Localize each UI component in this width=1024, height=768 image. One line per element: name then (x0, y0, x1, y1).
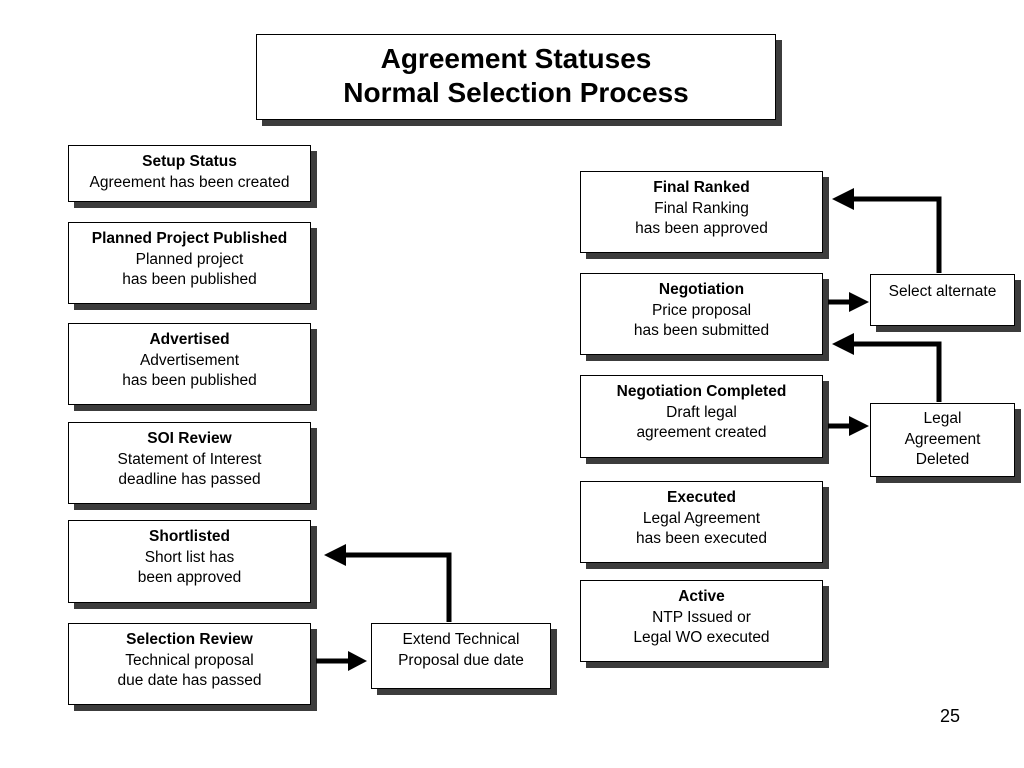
page-number: 25 (939, 706, 961, 726)
arrowhead (849, 416, 869, 436)
action-line: Agreement (904, 430, 981, 448)
status-title: Final Ranked (653, 179, 750, 196)
status-box-setup: Setup Status Agreement has been created (68, 145, 311, 202)
arrow-select-alternate-to-final-ranked (853, 196, 942, 273)
action-line: Deleted (915, 451, 970, 468)
status-desc-line: Statement of Interest (117, 450, 262, 468)
status-desc-line: has been approved (635, 220, 768, 237)
status-box-selection-review: Selection Review Technical proposal due … (68, 623, 311, 705)
status-title: Planned Project Published (91, 230, 288, 247)
status-desc-line: has been executed (636, 530, 767, 547)
arrowhead (832, 333, 854, 355)
status-title: Selection Review (126, 631, 253, 648)
status-box-negotiation: Negotiation Price proposal has been subm… (580, 273, 823, 355)
action-box-extend-technical-proposal: Extend Technical Proposal due date (371, 623, 551, 689)
status-box-advertised: Advertised Advertisement has been publis… (68, 323, 311, 405)
status-desc-line: Agreement has been created (89, 173, 290, 191)
status-box-active: Active NTP Issued or Legal WO executed (580, 580, 823, 662)
action-line: Legal (923, 410, 962, 427)
status-desc-line: Advertisement (139, 351, 240, 369)
title-line-1: Agreement Statuses (380, 43, 652, 74)
action-line: Select alternate (888, 283, 997, 300)
status-title: Shortlisted (149, 528, 230, 545)
arrow-legal-deleted-to-negotiation (853, 341, 942, 402)
status-desc-line: agreement created (636, 424, 767, 441)
status-desc-line: been approved (137, 569, 242, 586)
status-desc-line: Legal WO executed (633, 629, 770, 646)
status-box-shortlisted: Shortlisted Short list has been approved (68, 520, 311, 603)
status-title: Negotiation (658, 281, 745, 298)
arrowhead (849, 292, 869, 312)
arrow-extend-to-shortlisted (345, 552, 452, 622)
action-box-select-alternate: Select alternate (870, 274, 1015, 326)
status-desc-line: Price proposal (651, 301, 752, 319)
arrowhead (324, 544, 346, 566)
status-desc-line: Planned project (135, 250, 244, 268)
status-desc-line: Legal Agreement (642, 509, 761, 527)
status-desc-line: Draft legal (666, 403, 737, 421)
status-desc-line: has been published (122, 372, 257, 389)
status-box-negotiation-completed: Negotiation Completed Draft legal agreem… (580, 375, 823, 458)
status-title: Setup Status (142, 153, 237, 170)
action-line: Proposal due date (398, 651, 524, 669)
action-box-legal-agreement-deleted: Legal Agreement Deleted (870, 403, 1015, 477)
status-desc-line: has been published (122, 271, 257, 288)
status-desc-line: Technical proposal (125, 651, 254, 669)
status-desc-line: due date has passed (117, 672, 262, 689)
diagram-title: Agreement Statuses Normal Selection Proc… (256, 34, 776, 120)
status-box-final-ranked: Final Ranked Final Ranking has been appr… (580, 171, 823, 253)
status-title: Advertised (149, 331, 230, 348)
status-desc-line: Final Ranking (654, 199, 749, 217)
status-box-executed: Executed Legal Agreement has been execut… (580, 481, 823, 563)
status-desc-line: NTP Issued or (652, 608, 751, 626)
title-line-2: Normal Selection Process (343, 77, 689, 108)
status-desc-line: Short list has (144, 548, 235, 566)
status-title: Executed (667, 489, 736, 506)
arrowhead (348, 651, 367, 671)
status-desc-line: deadline has passed (118, 471, 261, 488)
action-line: Extend Technical (402, 631, 520, 648)
status-box-soi-review: SOI Review Statement of Interest deadlin… (68, 422, 311, 504)
arrowhead (832, 188, 854, 210)
status-title: Negotiation Completed (616, 383, 787, 400)
status-box-planned-project-published: Planned Project Published Planned projec… (68, 222, 311, 304)
status-desc-line: has been submitted (633, 322, 770, 339)
status-title: Active (678, 588, 725, 605)
status-title: SOI Review (147, 430, 232, 447)
